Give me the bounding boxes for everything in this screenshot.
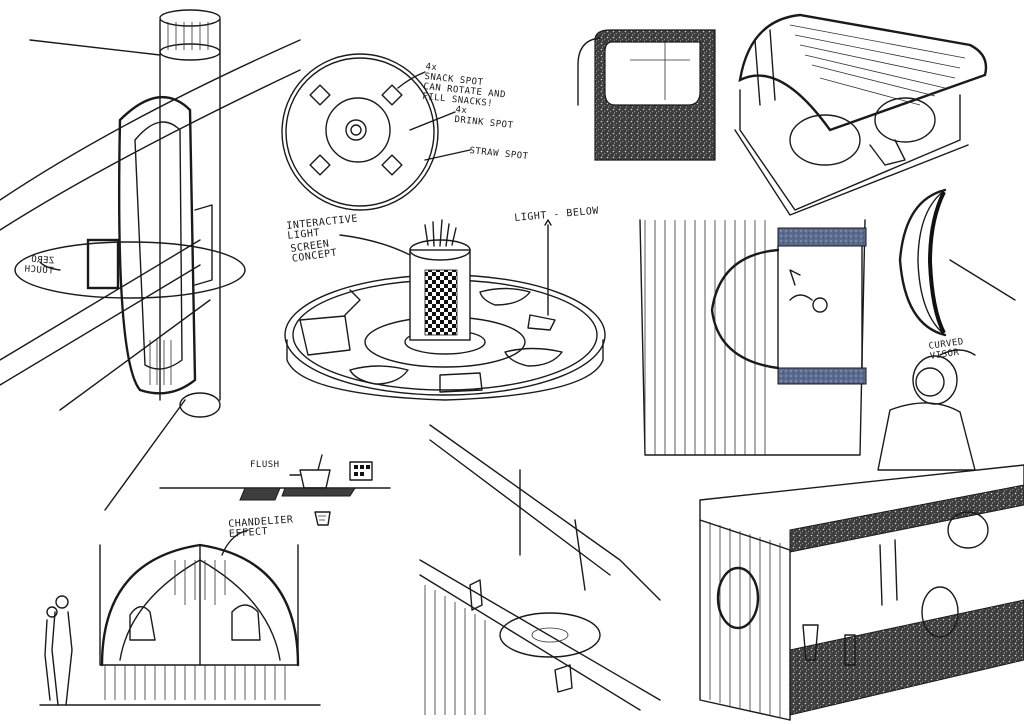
canopy-kiosk-sketch: [734, 13, 988, 216]
flush-detail-sketch: [159, 454, 391, 526]
column-booth-sketch: [0, 9, 301, 511]
round-table-plan-sketch: [281, 53, 471, 211]
terrazzo-kiosk-sketch: [699, 464, 1024, 721]
flush-annotation: FLUSH: [250, 460, 280, 470]
booth-section-sketch: [577, 29, 716, 161]
long-counter-sketch: [419, 424, 661, 715]
snack-spot-annotation: 4x SNACK SPOT CAN ROTATE AND FILL SNACKS…: [421, 62, 507, 110]
round-table-perspective-sketch: [284, 219, 606, 401]
mirrored-annotation: ZERO TOUCH: [23, 254, 55, 277]
dome-booth-elevation-sketch: [639, 188, 1016, 471]
chandelier-arch-sketch: [39, 529, 321, 706]
